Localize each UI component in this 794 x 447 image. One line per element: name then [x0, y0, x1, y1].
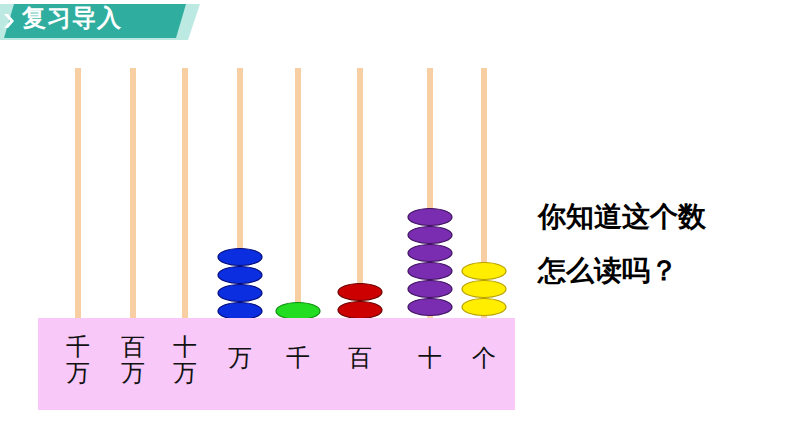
- bead: [462, 263, 506, 280]
- bead: [408, 209, 452, 226]
- place-label: 千万: [66, 334, 90, 387]
- place-value-base: 千万百万十万万 千 百 十个: [38, 318, 515, 410]
- bead: [218, 249, 262, 266]
- section-title: 复习导入: [22, 2, 122, 40]
- bead: [218, 285, 262, 302]
- place-label: 十: [418, 342, 442, 374]
- place-label: 万: [228, 342, 252, 374]
- bead: [408, 263, 452, 280]
- bead: [338, 284, 382, 301]
- place-label: 千: [286, 342, 310, 374]
- bead: [218, 303, 262, 320]
- place-label: 百: [348, 342, 372, 374]
- banner-chevron: [4, 14, 14, 28]
- abacus-beads: [218, 209, 506, 320]
- place-label: 十万: [173, 334, 197, 387]
- question-text: 你知道这个数怎么读吗？: [538, 190, 716, 298]
- bead: [276, 303, 320, 320]
- abacus-rods: [75, 68, 487, 320]
- bead: [408, 281, 452, 298]
- bead: [218, 267, 262, 284]
- bead: [462, 281, 506, 298]
- bead: [408, 227, 452, 244]
- place-label: 百万: [121, 334, 145, 387]
- bead: [338, 302, 382, 319]
- place-label: 个: [472, 342, 496, 374]
- bead: [408, 245, 452, 262]
- bead: [408, 299, 452, 316]
- bead: [462, 299, 506, 316]
